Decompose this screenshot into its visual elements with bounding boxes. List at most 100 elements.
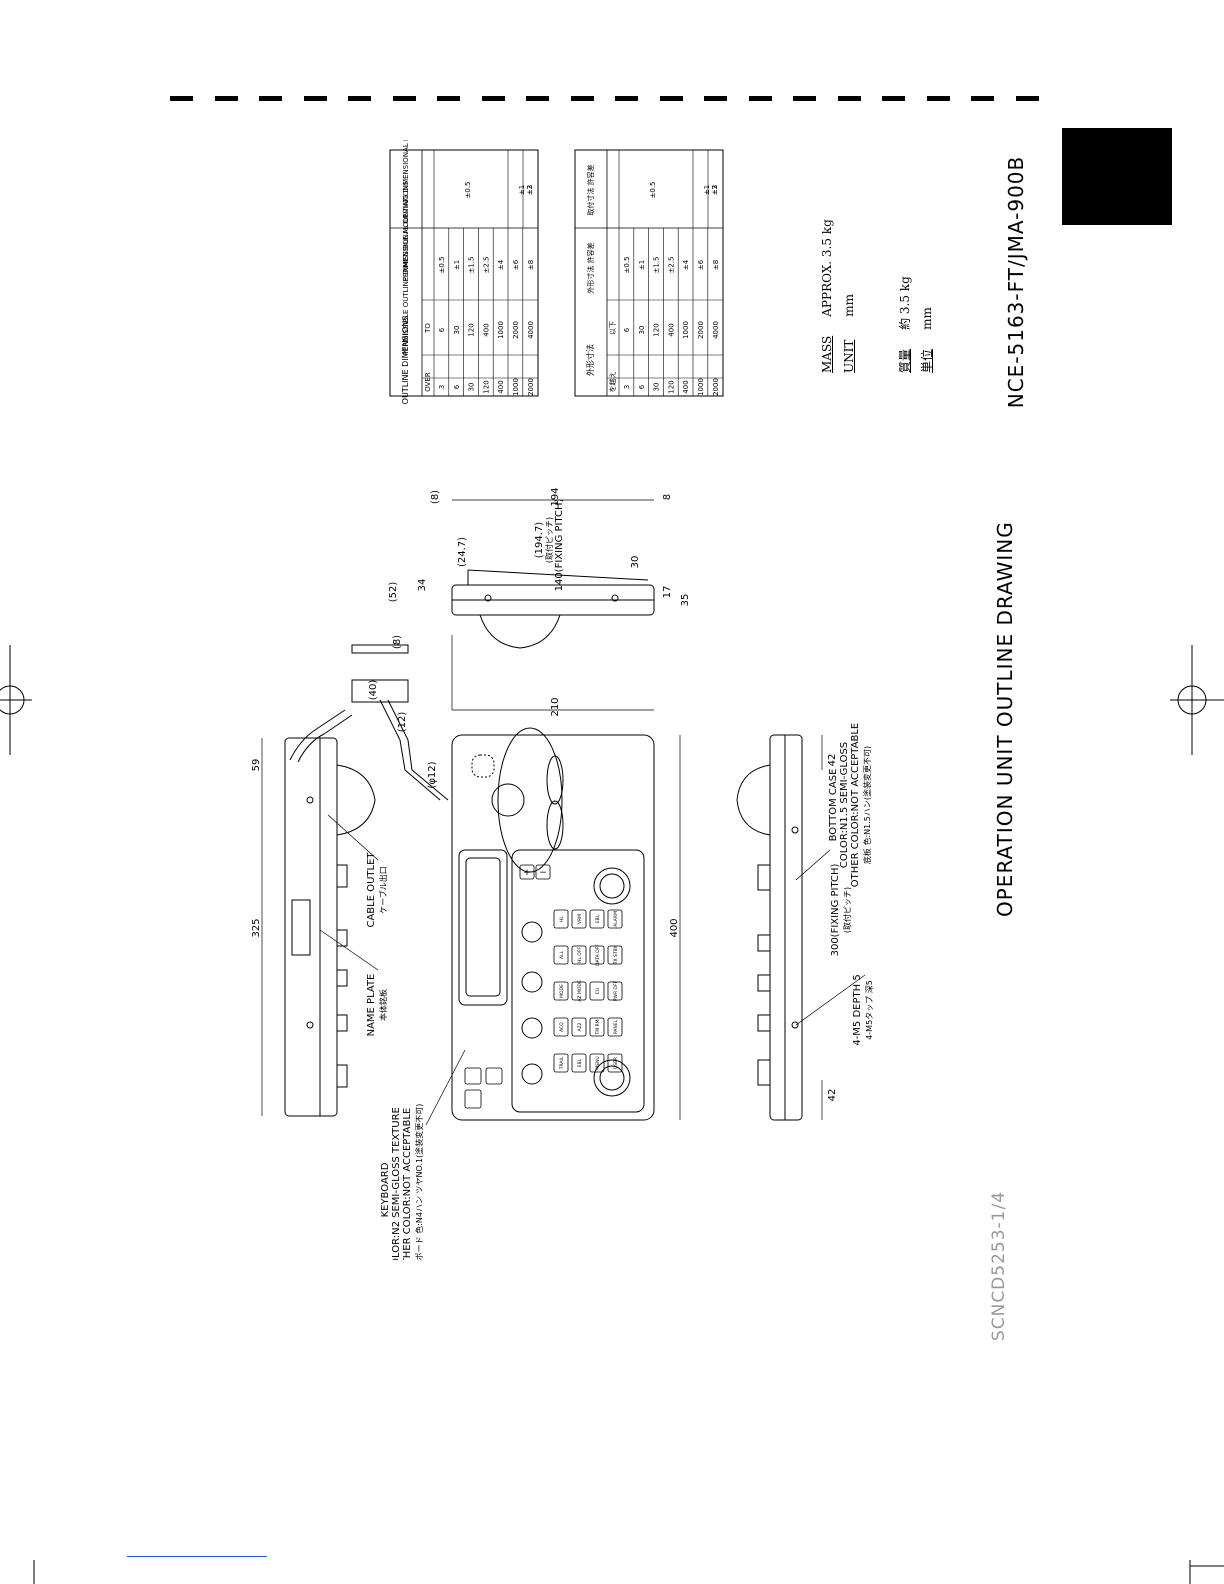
key-button <box>607 945 623 965</box>
key-label: ALL <box>559 950 565 959</box>
registration-mark-left <box>0 645 32 755</box>
key-button <box>553 945 569 965</box>
dim-pitch-jp2: (取付ピッチ) <box>842 887 852 933</box>
mass-jp: 質量 約 3.5 kg <box>896 173 912 373</box>
tolerance-en-sub-to: TO <box>424 323 432 334</box>
tolerance-en-mounting-value: ±1 <box>518 185 526 195</box>
key-label: AZ2 <box>577 1022 583 1031</box>
name-plate <box>291 899 311 956</box>
tolerance-en-row-over: 2000 <box>527 378 535 396</box>
key-label: USER <box>613 1057 619 1069</box>
cable <box>351 644 449 801</box>
key-label: TX STBY <box>613 946 619 966</box>
dim-34: 34 <box>417 579 428 592</box>
tolerance-en-row-to: 6 <box>438 327 446 332</box>
tolerance-jp-row-to: 1000 <box>682 321 690 339</box>
tolerance-en-col2-header: PERMISSIBLE OUTLINE DIMENSIONAL DEVIATIO… <box>402 180 410 355</box>
speaker-grille <box>471 754 495 778</box>
knob-rain <box>521 1017 543 1039</box>
tolerance-jp-row-to: 4000 <box>712 321 720 339</box>
key-button <box>571 909 587 929</box>
knob-tune <box>521 1063 543 1085</box>
side-view-right <box>451 569 655 649</box>
key-button <box>553 981 569 1001</box>
header-dash <box>348 96 371 101</box>
tolerance-jp-row-outline: ±4 <box>682 259 690 270</box>
tolerance-jp-row-over: 1000 <box>697 378 705 396</box>
callout-keyboard-2: COLOR:N2 SEMI-GLOSS TEXTURE <box>391 1107 402 1260</box>
tolerance-en-row-to: 4000 <box>527 321 535 339</box>
callout-keyboard-jp: キーボード 色:N4ハン ツヤNO.1(塗装変更不可) <box>414 1104 424 1260</box>
dim-52: (52) <box>388 582 399 603</box>
tolerance-en-row-over: 6 <box>453 384 461 389</box>
header-dash <box>1015 96 1039 101</box>
tolerance-en-mounting-value: ±0.5 <box>464 182 472 199</box>
range-minus-key: − <box>539 868 547 878</box>
footer-rule <box>127 1556 267 1557</box>
tolerance-jp-row-outline: ±6 <box>697 259 705 270</box>
key-label: VRM <box>577 914 583 924</box>
callout-name-plate-jp: 本体銘板 <box>378 989 388 1021</box>
tolerance-jp-col2-header: 外形寸法 許容差 <box>586 242 595 293</box>
mass-en: MASS APPROX. 3.5 kg <box>820 173 836 373</box>
side-view-left <box>284 709 376 1117</box>
tolerance-jp-row-outline: ±1.5 <box>653 257 661 274</box>
dim-210: 210 <box>550 697 561 716</box>
tolerance-en-row-over: 120 <box>482 380 490 393</box>
key-button <box>553 1017 569 1037</box>
tolerance-jp-col3-header: 取付寸法 許容差 <box>586 164 595 215</box>
callout-depth: 4-M5 DEPTH 5 <box>852 974 863 1045</box>
tolerance-jp-row-over: 6 <box>638 384 646 389</box>
drawing-title: OPERATION UNIT OUTLINE DRAWING <box>993 521 1017 917</box>
tolerance-jp-row-over: 400 <box>682 380 690 393</box>
dim-194: 194 <box>550 487 561 506</box>
dim-400: 400 <box>669 918 680 937</box>
dim-30: 30 <box>630 556 641 569</box>
unit-value: mm <box>842 293 856 317</box>
key-label: EBL <box>577 1058 583 1067</box>
tolerance-jp-row-outline: ±1 <box>638 260 646 270</box>
tolerance-en-row-outline: ±1.5 <box>468 257 476 274</box>
tolerance-jp-row-to: 6 <box>623 327 631 332</box>
function-key-panel <box>458 849 508 1006</box>
key-label: HL <box>559 916 565 922</box>
key-label: PANEL <box>613 1019 619 1034</box>
tolerance-en-row-over: 3 <box>438 385 446 389</box>
tolerance-en-mounting-value: ±3 <box>526 185 534 195</box>
dim-8a: (8) <box>430 490 441 504</box>
tolerance-en-sub-over: OVER <box>424 372 432 392</box>
key-label: PWR OFF <box>613 980 619 1001</box>
trackball-housing <box>497 727 563 873</box>
tolerance-en-row-outline: ±4 <box>497 259 505 270</box>
tolerance-jp-mounting-value: ±3 <box>711 185 719 195</box>
dim-pitch-jp: (取付ピッチ) <box>544 517 554 563</box>
key-button <box>589 1053 605 1073</box>
mass-label-jp: 質量 <box>898 348 912 373</box>
tolerance-en-row-outline: ±0.5 <box>438 257 446 274</box>
tolerance-en-row-outline: ±8 <box>527 260 535 270</box>
key-button <box>589 945 605 965</box>
document-number: SCNCD5253-1/4 <box>989 1190 1009 1342</box>
header-dash <box>570 96 594 101</box>
tolerance-jp-row-outline: ±0.5 <box>623 257 631 274</box>
dim-24-7: (24.7) <box>457 537 468 567</box>
header-dash <box>704 96 727 101</box>
mass-value: APPROX. 3.5 kg <box>820 219 834 317</box>
tolerance-jp-row-to: 30 <box>638 326 646 335</box>
header-dash <box>437 96 460 101</box>
key-button <box>607 909 623 929</box>
tolerance-en-row-over: 400 <box>497 380 505 393</box>
header-dash <box>392 96 416 101</box>
key-label: TM RM <box>595 1019 601 1035</box>
tolerance-en-row-outline: ±2.5 <box>482 257 490 274</box>
key-label: MODE <box>559 984 565 998</box>
dial-upper <box>593 867 631 905</box>
tolerance-en-row-over: 1000 <box>512 378 520 396</box>
tolerance-jp-row-outline: ±8 <box>712 260 720 270</box>
unit-label-jp: 単位 <box>920 348 934 373</box>
main-unit-body <box>451 734 655 1121</box>
registration-mark-right <box>1170 645 1224 755</box>
header-dash <box>615 96 638 101</box>
